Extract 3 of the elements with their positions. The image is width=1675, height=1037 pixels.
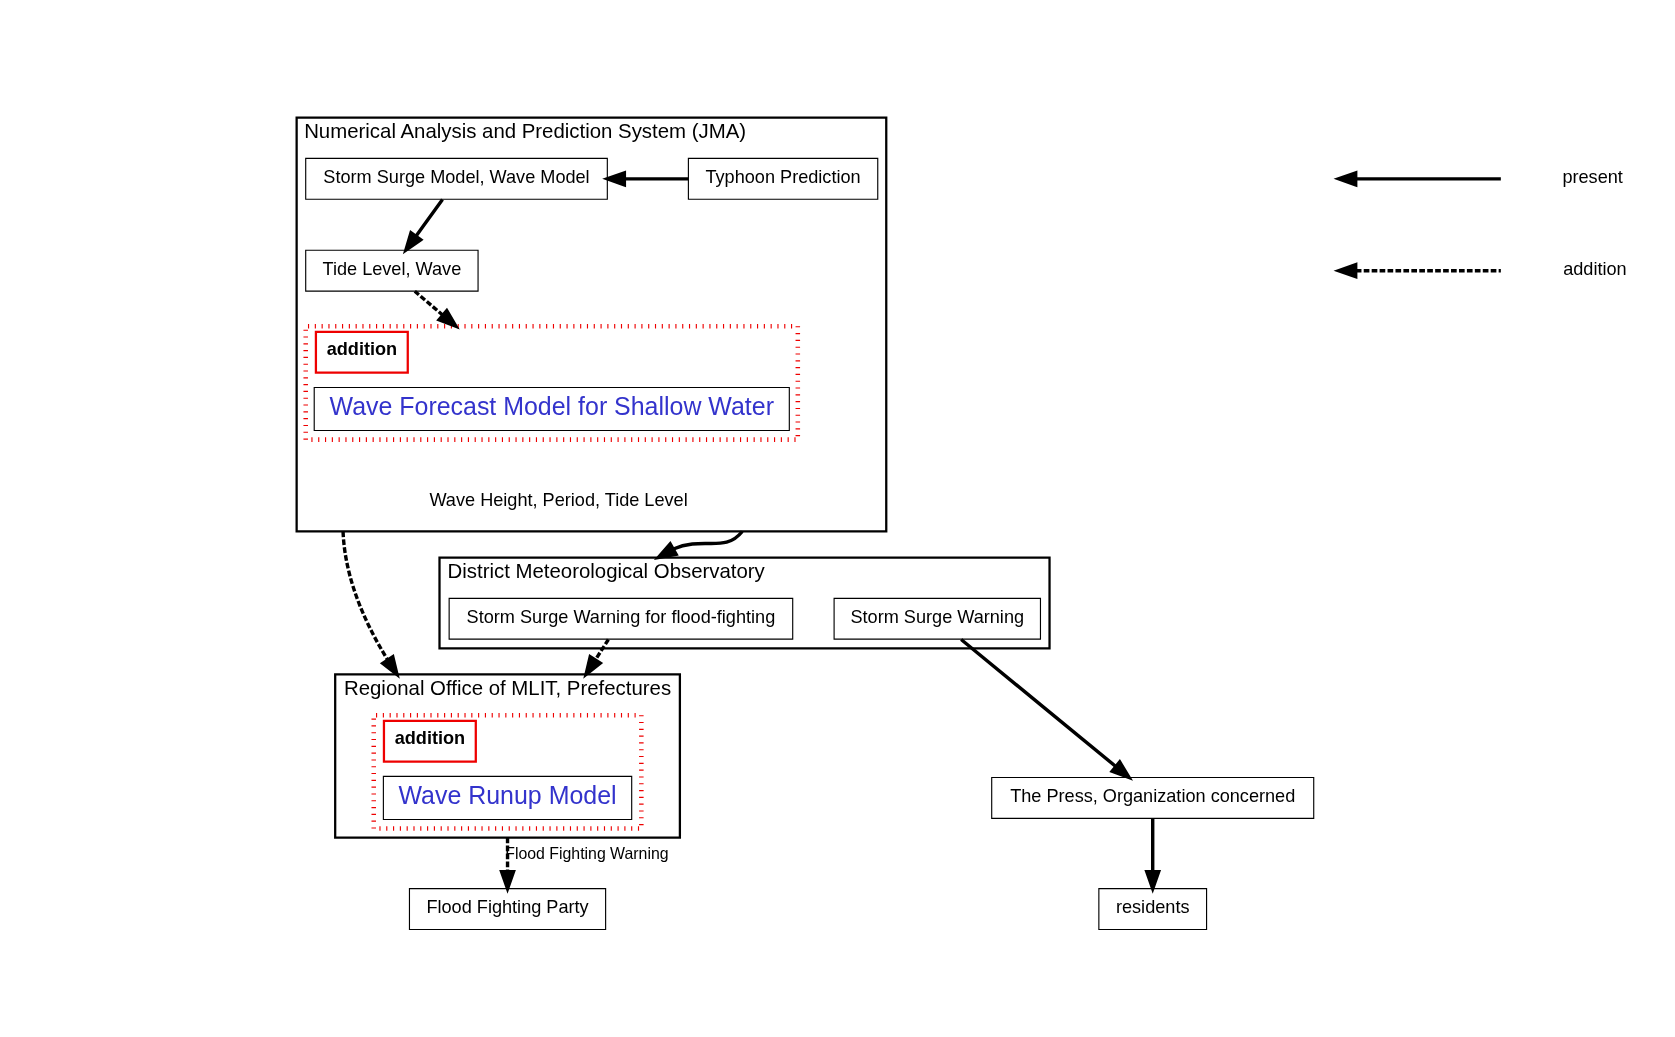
legend-label: addition bbox=[1563, 258, 1627, 279]
node-label: Wave Height, Period, Tide Level bbox=[429, 489, 688, 510]
legend-label: present bbox=[1562, 166, 1623, 187]
